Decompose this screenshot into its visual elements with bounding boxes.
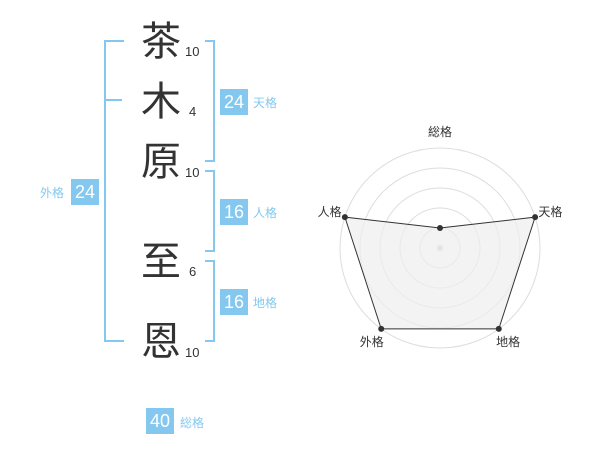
radar-data-polygon (344, 216, 536, 330)
gaikaku-bracket (104, 40, 124, 342)
tenkaku-value: 24 (220, 89, 248, 115)
name-char-3: 原 (141, 139, 181, 185)
name-char-5: 恩 (141, 319, 181, 365)
stroke-count-5: 10 (185, 345, 200, 360)
name-char-4: 至 (141, 239, 181, 285)
gaikaku-value: 24 (71, 179, 99, 205)
radar-point-1 (437, 225, 443, 231)
tenkaku-bracket (205, 40, 215, 162)
chikaku-label: 地格 (253, 296, 278, 310)
stroke-count-2: 4 (189, 104, 197, 119)
gaikaku-label: 外格 (40, 186, 65, 200)
radar-axis-label-4: 外格 (360, 334, 384, 349)
radar-point-3 (495, 325, 502, 332)
stroke-count-3: 10 (185, 165, 200, 180)
radar-point-4 (378, 325, 385, 332)
soukaku-label: 総格 (180, 416, 205, 430)
jinkaku-label: 人格 (253, 206, 278, 220)
gaikaku-bracket-tick (106, 99, 122, 101)
radar-axis-label-5: 人格 (318, 204, 342, 219)
name-char-2: 木 (141, 79, 181, 125)
name-char-1: 茶 (141, 19, 181, 65)
radar-axis-label-2: 天格 (538, 204, 562, 219)
tenkaku-label: 天格 (253, 96, 278, 110)
stroke-count-4: 6 (189, 264, 197, 279)
jinkaku-bracket (205, 170, 215, 252)
radar-point-2 (532, 214, 539, 221)
radar-point-5 (341, 214, 348, 221)
radar-axis-label-3: 地格 (496, 334, 520, 349)
chikaku-bracket (205, 260, 215, 342)
radar-axis-label-1: 総格 (428, 124, 452, 139)
radar-grid-ring (339, 147, 541, 349)
chikaku-value: 16 (220, 289, 248, 315)
jinkaku-value: 16 (220, 199, 248, 225)
soukaku-value: 40 (146, 408, 174, 434)
stroke-count-1: 10 (185, 44, 200, 59)
